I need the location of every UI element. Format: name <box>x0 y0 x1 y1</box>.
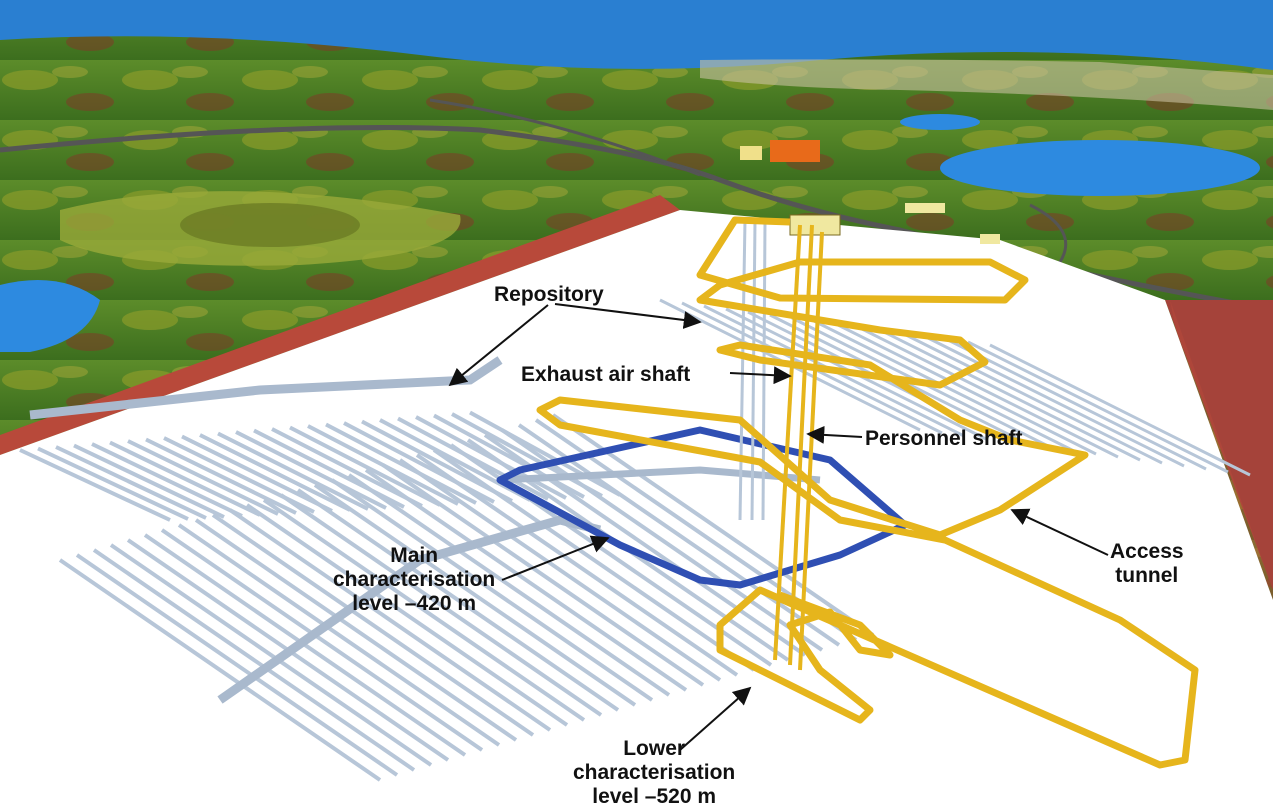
main-level-loop <box>496 426 909 589</box>
deposition-tunnel <box>483 433 807 657</box>
coast-right <box>700 59 1273 110</box>
deposition-tunnel <box>199 433 351 512</box>
access-tunnel-line-2: tunnel <box>1115 564 1179 587</box>
annotation-arrows <box>448 303 1109 751</box>
deposition-tunnel <box>364 468 688 692</box>
facility-building <box>770 140 820 162</box>
lower-level-label: Lower characterisation level –520 m <box>573 737 735 809</box>
main-level-arrow <box>501 535 610 581</box>
deposition-tunnel <box>109 440 261 517</box>
lake-right <box>940 140 1260 196</box>
deposition-tunnel <box>75 553 399 777</box>
deposition-tunnel <box>989 343 1251 477</box>
deposition-tunnel <box>109 543 433 767</box>
deposition-tunnel <box>289 425 441 507</box>
lower-level-line-1: Lower <box>623 737 686 760</box>
main-level-label: Main characterisation level –420 m <box>333 544 495 616</box>
deposition-tunnel <box>432 448 756 672</box>
deposition-tunnel <box>835 322 1097 456</box>
deposition-tunnel <box>879 328 1141 462</box>
deposition-tunnel <box>415 453 739 677</box>
deposition-tunnel <box>245 503 569 727</box>
deposition-tunnel <box>296 488 620 712</box>
deposition-tunnel <box>945 337 1207 471</box>
lower-level-line-3: level –520 m <box>592 785 716 808</box>
deposition-tunnel <box>433 413 585 499</box>
deposition-tunnel <box>262 498 586 722</box>
personnel-arrow <box>806 425 863 444</box>
deposition-tunnel <box>160 528 484 752</box>
deposition-tunnel <box>91 442 243 518</box>
deposition-tunnel <box>228 508 552 732</box>
deposition-tunnel <box>469 410 621 497</box>
deposition-tunnel <box>58 558 382 782</box>
access-tunnel-label: Access tunnel <box>1110 540 1184 588</box>
deposition-tunnel <box>857 325 1119 459</box>
main-level-line-1: Main <box>390 544 439 567</box>
deposition-tunnel <box>330 478 654 702</box>
deposition-tunnel <box>500 428 824 652</box>
personnel-shaft-label: Personnel shaft <box>865 427 1023 450</box>
deposition-tunnel <box>398 458 722 682</box>
deposition-tunnel <box>19 448 171 522</box>
deposition-tunnel <box>127 439 279 516</box>
deposition-tunnel <box>325 422 477 505</box>
deposition-tunnel <box>37 446 189 521</box>
repository-main-corridor <box>29 356 503 420</box>
repository-label: Repository <box>494 283 604 306</box>
access-tunnel-line-1: Access <box>1110 540 1184 563</box>
deposition-tunnel <box>217 431 369 511</box>
cross-section-left <box>0 195 680 455</box>
repository-arrow-right <box>554 303 702 329</box>
main-level-line-3: level –420 m <box>352 592 476 615</box>
deposition-tunnel <box>55 445 207 520</box>
access-tunnel <box>536 216 1199 769</box>
repository-arrow-left <box>448 304 549 387</box>
lake-small <box>900 114 980 130</box>
deposition-tunnel <box>279 493 603 717</box>
exhaust-air-shaft-label: Exhaust air shaft <box>521 363 691 386</box>
deposition-tunnel <box>347 473 671 697</box>
deposition-tunnel <box>381 463 705 687</box>
deposition-tunnel <box>92 548 416 772</box>
main-level-line-2: characterisation <box>333 568 496 591</box>
deposition-tunnel <box>73 443 225 519</box>
access-arrow <box>1010 508 1109 556</box>
deposition-tunnel <box>145 437 297 515</box>
deposition-tunnel <box>177 523 501 747</box>
deposition-tunnel <box>967 340 1229 474</box>
deposition-tunnel <box>313 483 637 707</box>
deposition-tunnel <box>194 518 518 742</box>
deposition-tunnel <box>211 513 535 737</box>
lower-level-arrow <box>679 686 752 751</box>
exhaust-arrow <box>729 366 792 385</box>
deposition-tunnel <box>901 331 1163 465</box>
lake-left <box>0 280 100 352</box>
lower-level-line-2: characterisation <box>573 761 736 784</box>
deposition-tunnel <box>235 430 387 510</box>
deposition-tunnel <box>923 334 1185 468</box>
